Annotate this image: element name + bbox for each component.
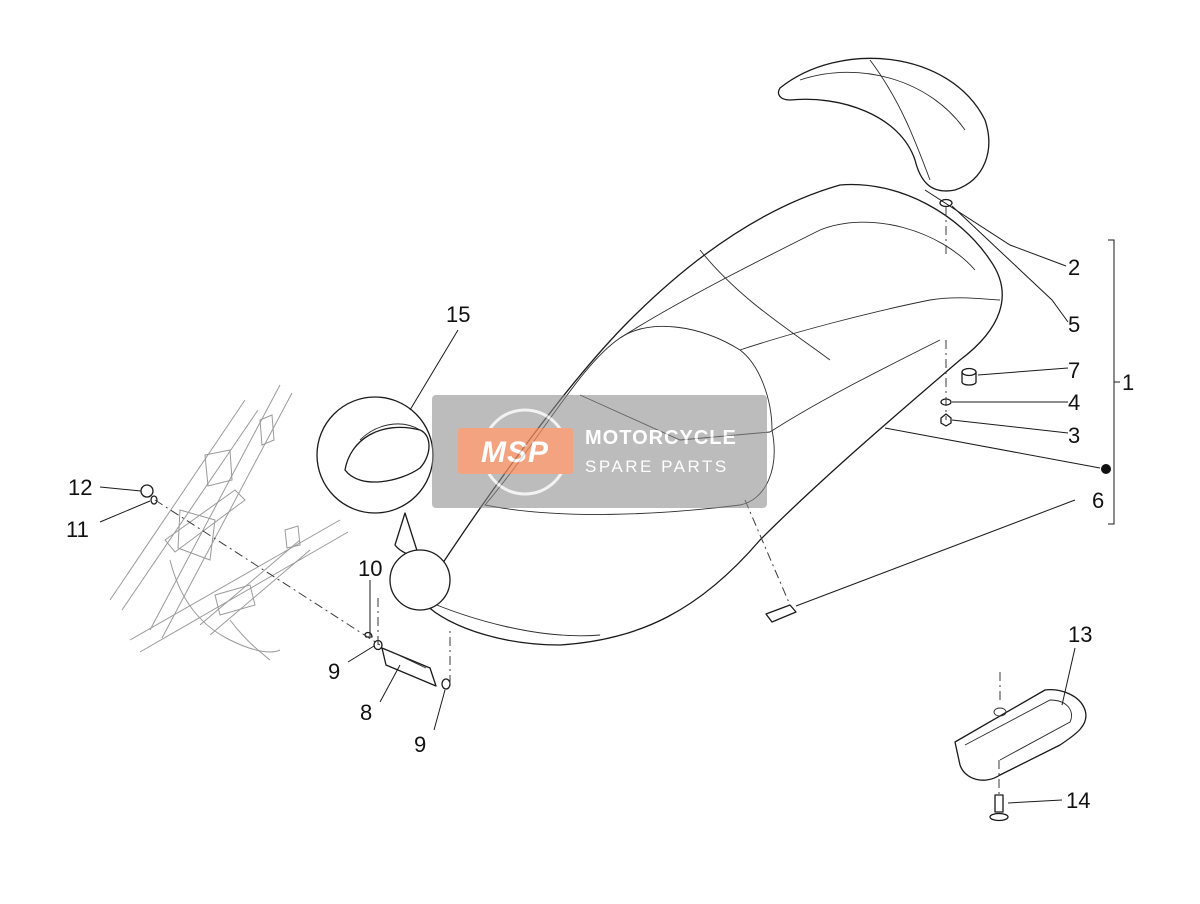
- callout-10: 10: [358, 556, 382, 581]
- leader-lines: [99, 189, 1120, 804]
- callout-14: 14: [1066, 788, 1090, 813]
- hinge-8: [381, 647, 437, 687]
- tray-13: [954, 689, 1087, 781]
- watermark: MSP MOTORCYCLE SPARE PARTS: [432, 395, 767, 508]
- washer-9-b: [441, 678, 451, 690]
- callout-5: 5: [1068, 312, 1080, 337]
- callout-13: 13: [1068, 622, 1092, 647]
- assembly-lines: [154, 207, 1001, 795]
- callout-labels: 1 2 5 7 4 3 6 13 14 15 12 11 10 9 8 9: [66, 255, 1134, 813]
- callout-11: 11: [66, 517, 89, 542]
- washer-11: [150, 495, 158, 505]
- watermark-logo: MSP: [481, 436, 549, 469]
- callout-4: 4: [1068, 390, 1080, 415]
- pad-6: [765, 604, 797, 623]
- frame-tubes: [109, 384, 349, 661]
- detail-bubble-15: [316, 396, 451, 611]
- callout-1: 1: [1122, 370, 1134, 395]
- callout-3: 3: [1068, 423, 1080, 448]
- callout-6: 6: [1092, 488, 1104, 513]
- callout-15: 15: [446, 302, 470, 327]
- callout-7: 7: [1068, 358, 1080, 383]
- screw-14: [989, 794, 1009, 822]
- backrest: [777, 57, 990, 192]
- buffer-7: [961, 367, 977, 386]
- watermark-line2: SPARE PARTS: [585, 457, 729, 476]
- callout-12: 12: [68, 475, 92, 500]
- watermark-line1: MOTORCYCLE: [585, 427, 737, 449]
- callout-2: 2: [1068, 255, 1080, 280]
- watermark-logo-box: [458, 428, 573, 474]
- callout-8: 8: [360, 700, 372, 725]
- callout-9-a: 9: [328, 659, 340, 684]
- nut-12: [140, 484, 154, 498]
- callout-9-b: 9: [414, 732, 426, 757]
